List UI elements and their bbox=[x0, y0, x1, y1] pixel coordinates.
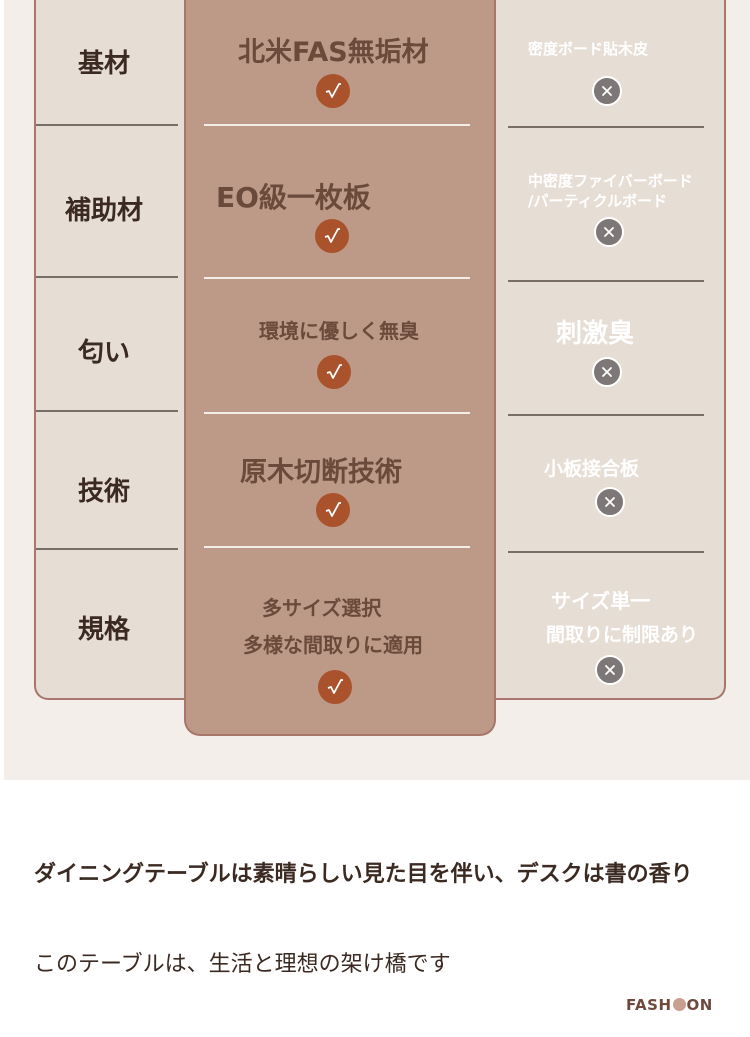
product-base-text: 北米FAS無垢材 bbox=[238, 37, 429, 68]
row-divider bbox=[204, 277, 470, 279]
competitor-base-text: 密度ボード貼木皮 bbox=[528, 40, 649, 58]
row-divider bbox=[204, 124, 470, 126]
competitor-auxiliary-text-line1: 中密度ファイバーボード bbox=[528, 172, 693, 190]
check-icon bbox=[316, 74, 350, 108]
check-icon bbox=[317, 355, 351, 389]
row-divider bbox=[36, 548, 178, 550]
row-label-odor: 匂い bbox=[77, 338, 130, 368]
product-spec-text-line2: 多様な間取りに適用 bbox=[243, 633, 423, 657]
row-divider bbox=[36, 410, 178, 412]
row-label-spec: 規格 bbox=[77, 615, 130, 645]
row-label-auxiliary: 補助材 bbox=[64, 196, 143, 226]
product-technique-text: 原木切断技術 bbox=[240, 457, 402, 488]
cross-icon bbox=[595, 487, 625, 517]
competitor-odor-text: 刺激臭 bbox=[556, 319, 635, 349]
row-divider bbox=[508, 280, 704, 282]
row-divider bbox=[36, 276, 178, 278]
competitor-technique-text: 小板接合板 bbox=[544, 458, 640, 480]
cross-icon bbox=[592, 357, 622, 387]
cross-icon bbox=[592, 76, 622, 106]
row-divider bbox=[204, 546, 470, 548]
row-divider bbox=[204, 412, 470, 414]
logo-text-right: ON bbox=[686, 996, 713, 1014]
logo-text-left: FASH bbox=[626, 996, 672, 1014]
attribute-column bbox=[34, 0, 194, 700]
competitor-spec-text-line2: 間取りに制限あり bbox=[546, 624, 699, 646]
row-label-technique: 技術 bbox=[77, 477, 130, 507]
row-label-base: 基材 bbox=[77, 49, 130, 79]
product-odor-text: 環境に優しく無臭 bbox=[259, 319, 419, 343]
competitor-spec-text-line1: サイズ単一 bbox=[551, 589, 651, 613]
row-divider bbox=[508, 551, 704, 553]
cross-icon bbox=[594, 217, 624, 247]
check-icon bbox=[318, 670, 352, 704]
product-auxiliary-text: EO級一枚板 bbox=[216, 181, 371, 214]
cross-icon bbox=[595, 655, 625, 685]
check-icon bbox=[316, 493, 350, 527]
competitor-column bbox=[490, 0, 726, 700]
caption-line-2: このテーブルは、生活と理想の架け橋です bbox=[34, 952, 451, 977]
product-spec-text-line1: 多サイズ選択 bbox=[262, 596, 382, 620]
row-divider bbox=[508, 414, 704, 416]
fashion-logo: FASH ON bbox=[626, 996, 713, 1014]
competitor-auxiliary-text-line2: /パーティクルボード bbox=[528, 192, 668, 210]
caption-line-1: ダイニングテーブルは素晴らしい見た目を伴い、デスクは書の香り bbox=[34, 862, 693, 887]
row-divider bbox=[36, 124, 178, 126]
row-divider bbox=[508, 126, 704, 128]
logo-dot-icon bbox=[672, 998, 686, 1011]
check-icon bbox=[315, 219, 349, 253]
